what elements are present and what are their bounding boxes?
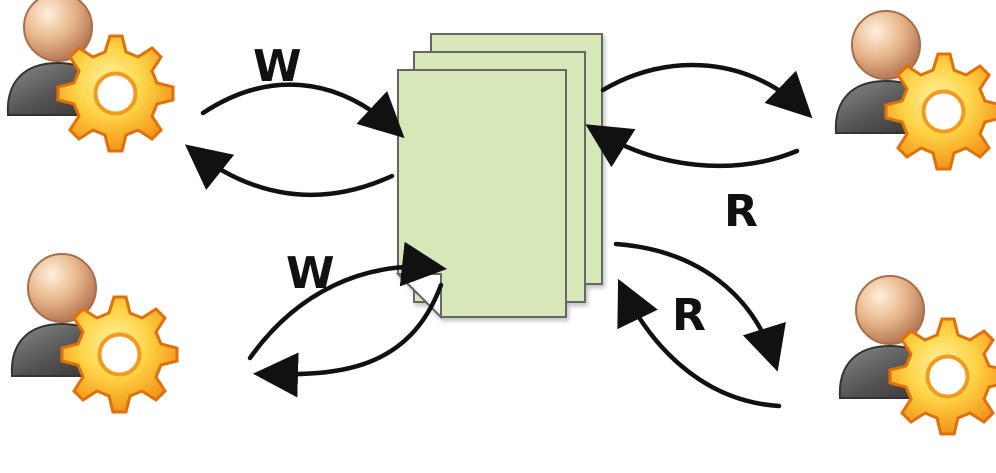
return-arrow-top-right bbox=[585, 124, 800, 169]
write-arrow-bottom bbox=[247, 241, 447, 361]
return-arrow-bottom-right bbox=[617, 278, 782, 409]
user-gear-icon bbox=[840, 276, 996, 434]
user-gear-icon bbox=[836, 11, 996, 169]
read-label-top: R bbox=[724, 186, 758, 237]
user-gear-icon bbox=[12, 254, 177, 412]
write-label-top: W bbox=[253, 41, 302, 92]
return-arrow-bottom bbox=[253, 282, 444, 398]
document-stack-icon bbox=[395, 33, 603, 320]
write-arrow-top bbox=[200, 82, 405, 139]
write-label-bottom: W bbox=[286, 248, 335, 299]
return-arrow-top bbox=[184, 144, 395, 198]
user-gear-icon bbox=[8, 0, 173, 151]
read-arrow-top bbox=[600, 62, 813, 119]
read-arrow-bottom bbox=[613, 241, 786, 372]
read-label-bottom: R bbox=[672, 290, 706, 341]
